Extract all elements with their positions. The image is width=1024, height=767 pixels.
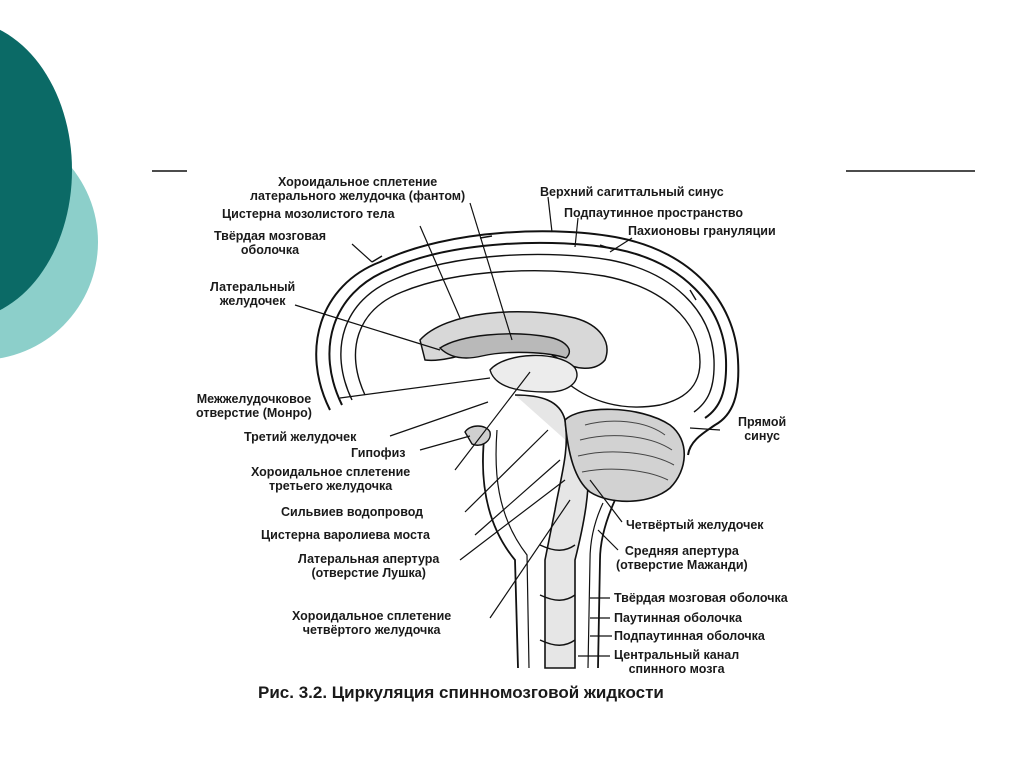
label-line: спинного мозга xyxy=(628,662,725,676)
label-median-aperture: Средняя апертура (отверстие Мажанди) xyxy=(616,544,748,572)
leader-lines xyxy=(294,196,721,657)
label-line: оболочка xyxy=(240,243,300,257)
label-pons-cistern: Цистерна варолиева моста xyxy=(261,528,430,542)
cerebellum-folia xyxy=(577,420,675,481)
thalamus xyxy=(489,354,578,393)
label-dura: Твёрдая мозговая оболочка xyxy=(214,229,326,257)
label-lateral-aperture: Латеральная апертура (отверстие Лушка) xyxy=(298,552,439,580)
label-fourth-ventricle: Четвёртый желудочек xyxy=(626,518,764,532)
label-hypophysis: Гипофиз xyxy=(351,446,406,460)
label-third-ventricle: Третий желудочек xyxy=(244,430,357,444)
label-line: синус xyxy=(744,429,780,443)
label-choroid-third: Хороидальное сплетение третьего желудочк… xyxy=(251,465,410,493)
label-line: Хороидальное сплетение xyxy=(251,465,411,479)
label-cistern-callosum: Цистерна мозолистого тела xyxy=(222,207,395,221)
label-pacchionian: Пахионовы грануляции xyxy=(628,224,776,238)
label-line: (отверстие Лушка) xyxy=(311,566,426,580)
label-line: Твёрдая мозговая xyxy=(214,229,326,243)
label-subarachnoid-space: Подпаутинное пространство xyxy=(564,206,744,220)
decor-circle-dark xyxy=(0,29,72,311)
label-aqueduct: Сильвиев водопровод xyxy=(281,505,424,519)
label-line: Латеральный xyxy=(210,280,296,294)
hypophysis-shape xyxy=(464,425,491,446)
label-line: Прямой xyxy=(738,415,787,429)
label-line: четвёртого желудочка xyxy=(302,623,441,637)
label-line: Хороидальное сплетение xyxy=(278,175,438,189)
figure-caption: Рис. 3.2. Циркуляция спинномозговой жидк… xyxy=(258,683,664,702)
label-straight-sinus: Прямой синус xyxy=(738,415,786,443)
label-line: латерального желудочка (фантом) xyxy=(250,189,466,203)
label-central-canal: Центральный канал спинного мозга xyxy=(614,648,739,676)
label-line: Средняя апертура xyxy=(624,544,739,558)
label-line: Центральный канал xyxy=(614,648,740,662)
label-subarachnoid-mem: Подпаутинная оболочка xyxy=(614,629,765,643)
cerebellum xyxy=(564,408,685,503)
label-line: желудочек xyxy=(219,294,286,308)
label-monro: Межжелудочковое отверстие (Монро) xyxy=(196,392,312,420)
label-lateral-ventricle: Латеральный желудочек xyxy=(210,280,295,308)
label-line: (отверстие Мажанди) xyxy=(616,558,748,572)
lateral-ventricle-shape xyxy=(438,333,571,359)
dura-inner-outline xyxy=(328,241,728,419)
brainstem xyxy=(514,394,590,669)
spinal-arachnoid xyxy=(495,429,604,669)
spinal-dura xyxy=(482,429,616,669)
label-line: Хороидальное сплетение xyxy=(292,609,452,623)
label-choroid-lateral: Хороидальное сплетение латерального желу… xyxy=(250,175,465,203)
label-arachnoid: Паутинная оболочка xyxy=(614,611,742,625)
flow-arrows xyxy=(371,235,697,646)
label-sup-sagittal: Верхний сагиттальный синус xyxy=(540,185,724,199)
cerebrum-outline xyxy=(354,270,701,408)
label-line: отверстие (Монро) xyxy=(196,406,312,420)
dura-outline xyxy=(315,230,740,456)
label-line: Латеральная апертура xyxy=(298,552,440,566)
label-line: Межжелудочковое xyxy=(196,392,312,406)
label-choroid-fourth: Хороидальное сплетение четвёртого желудо… xyxy=(292,609,451,637)
label-line: третьего желудочка xyxy=(268,479,393,493)
label-spinal-dura: Твёрдая мозговая оболочка xyxy=(614,591,788,605)
arachnoid-outline xyxy=(340,253,715,413)
